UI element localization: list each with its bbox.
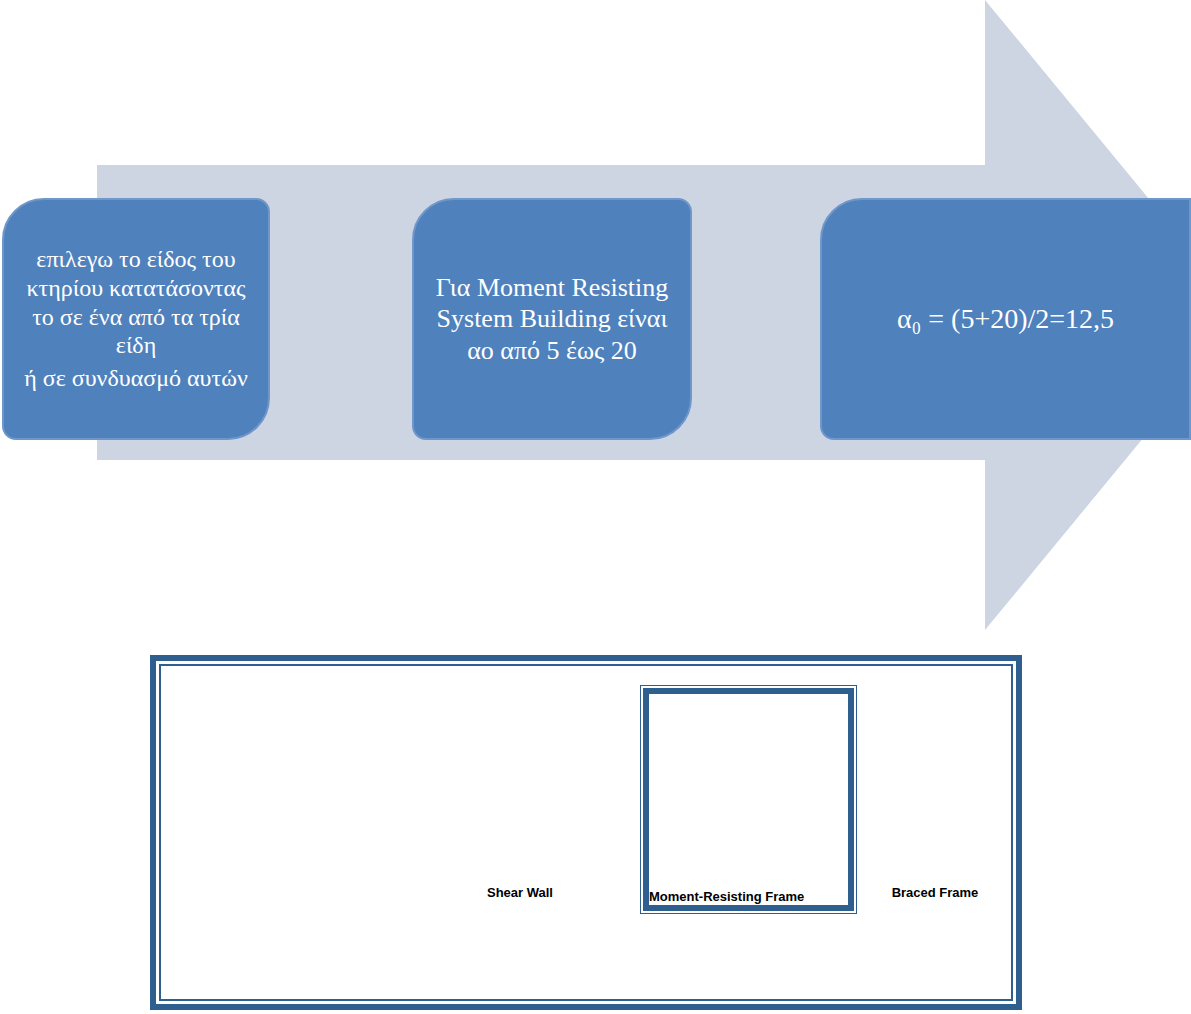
selected-type-box: Moment-Resisting Frame bbox=[643, 688, 854, 911]
box-text: επιλεγω το είδος του κτηρίου κατατάσοντα… bbox=[18, 245, 254, 360]
process-box: Για Moment Resisting System Building είν… bbox=[412, 198, 692, 440]
process-box: επιλεγω το είδος του κτηρίου κατατάσοντα… bbox=[2, 198, 270, 440]
type-label: Shear Wall bbox=[487, 885, 553, 900]
box-text: ή σε συνδυασμό αυτών bbox=[24, 364, 248, 393]
box-text: Για Moment Resisting System Building είν… bbox=[428, 272, 676, 366]
box-text: α₀ = (5+20)/2=12,5 bbox=[897, 302, 1114, 336]
result-box: α₀ = (5+20)/2=12,5 bbox=[820, 198, 1191, 440]
type-label: Moment-Resisting Frame bbox=[649, 889, 804, 904]
building-types-panel: Shear Wall Braced Frame Moment-Resisting F… bbox=[150, 655, 1022, 1010]
type-label: Braced Frame bbox=[892, 885, 979, 900]
